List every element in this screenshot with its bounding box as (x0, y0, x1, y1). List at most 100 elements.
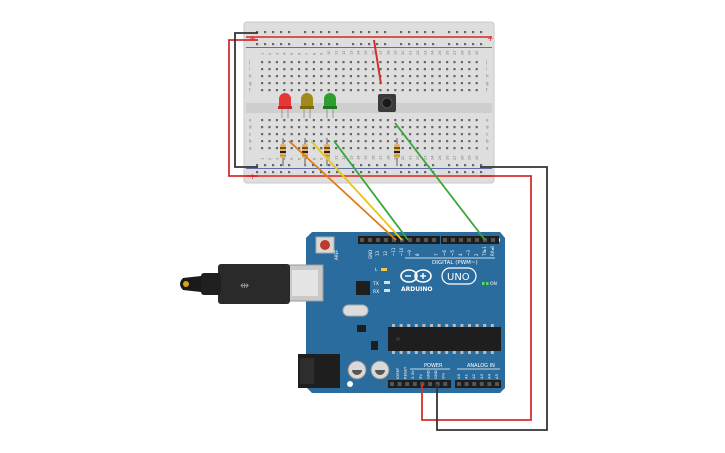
breadboard-hole (409, 61, 412, 64)
breadboard-hole (335, 126, 338, 129)
breadboard-column-number: 25 (438, 155, 442, 160)
breadboard-hole (475, 82, 478, 85)
rail-hole (384, 31, 387, 34)
breadboard-hole (386, 82, 389, 85)
rail-hole (320, 164, 323, 167)
breadboard-hole (475, 89, 478, 92)
breadboard-hole (364, 147, 367, 150)
rail-hole (328, 31, 331, 34)
breadboard-hole (312, 133, 315, 136)
rail-hole (264, 31, 267, 34)
breadboard-hole (431, 119, 434, 122)
breadboard-hole (446, 133, 449, 136)
on-led (486, 282, 489, 285)
breadboard-hole (460, 119, 463, 122)
chip-pin (422, 324, 426, 327)
analog-label: ANALOG IN (467, 363, 495, 369)
breadboard-hole (409, 126, 412, 129)
rail-hole (272, 164, 275, 167)
breadboard-row-letter: i (486, 67, 487, 72)
analog-pin-label: A5 (494, 373, 499, 379)
rail-hole (264, 43, 267, 46)
breadboard-hole (446, 82, 449, 85)
rail-hole (408, 164, 411, 167)
rail-hole (376, 43, 379, 46)
rail-hole (400, 171, 403, 174)
header-pin (360, 238, 364, 242)
breadboard-hole (394, 61, 397, 64)
breadboard-column-number: 5 (290, 158, 294, 160)
breadboard-column-number: 23 (423, 50, 427, 55)
header-pin (443, 238, 447, 242)
breadboard-hole (438, 68, 441, 71)
breadboard-hole (438, 75, 441, 78)
breadboard-hole (261, 140, 264, 143)
breadboard-hole (416, 68, 419, 71)
breadboard-hole (416, 119, 419, 122)
breadboard-hole (268, 75, 271, 78)
breadboard-hole (290, 61, 293, 64)
breadboard-column-number: 19 (394, 50, 398, 55)
rail-hole (280, 171, 283, 174)
button-red-wire (373, 39, 382, 85)
breadboard-hole (372, 61, 375, 64)
digital-pin-label: RX◂0 (490, 245, 495, 256)
breadboard-hole (268, 82, 271, 85)
breadboard-hole (394, 68, 397, 71)
breadboard-hole (364, 61, 367, 64)
breadboard-hole (290, 140, 293, 143)
rail-hole (256, 171, 259, 174)
breadboard-hole (431, 89, 434, 92)
rail-hole (408, 31, 411, 34)
rail-hole (328, 171, 331, 174)
breadboard-hole (409, 75, 412, 78)
breadboard-hole (275, 147, 278, 150)
breadboard-column-number: 20 (401, 155, 405, 160)
breadboard-column-number: 4 (283, 157, 287, 160)
breadboard-hole (342, 82, 345, 85)
rail-hole (424, 171, 427, 174)
breadboard-column-number: 21 (409, 155, 413, 160)
analog-pin-label: A4 (486, 373, 491, 379)
breadboard-row-letter: f (486, 88, 488, 93)
breadboard-hole (357, 75, 360, 78)
breadboard-hole (312, 82, 315, 85)
breadboard-hole (290, 75, 293, 78)
power-pin-label: 5V (418, 374, 423, 379)
breadboard-column-number: 22 (416, 155, 420, 160)
rail-hole (432, 31, 435, 34)
breadboard-row-letter: b (486, 139, 489, 144)
rail-hole (304, 31, 307, 34)
breadboard-hole (357, 82, 360, 85)
breadboard-hole (431, 82, 434, 85)
chip-pin (490, 324, 494, 327)
chip-pin (490, 351, 494, 354)
pushbutton[interactable] (378, 94, 396, 112)
chip-pin (392, 324, 395, 327)
rail-hole (456, 171, 459, 174)
breadboard-hole (423, 133, 426, 136)
breadboard-hole (298, 89, 301, 92)
rail-hole (376, 31, 379, 34)
breadboard-hole (401, 140, 404, 143)
breadboard-hole (268, 89, 271, 92)
breadboard-column-number: 27 (453, 50, 457, 55)
chip-pin (452, 324, 456, 327)
breadboard-column-numbers: 1122334455667788991010111112121313141415… (261, 50, 480, 160)
breadboard-hole (320, 89, 323, 92)
breadboard-hole (438, 133, 441, 136)
breadboard-column-number: 27 (453, 155, 457, 160)
chip-pin (475, 351, 479, 354)
rail-hole (256, 164, 259, 167)
breadboard-hole (394, 89, 397, 92)
l-led (381, 268, 387, 271)
breadboard-column-number: 28 (460, 155, 464, 160)
breadboard-column-number: 22 (416, 50, 420, 55)
breadboard-hole (364, 140, 367, 143)
rail-hole (352, 31, 355, 34)
reset-button[interactable] (315, 236, 335, 254)
breadboard-hole (275, 133, 278, 136)
chip-pin (399, 324, 403, 327)
breadboard-hole (468, 82, 471, 85)
